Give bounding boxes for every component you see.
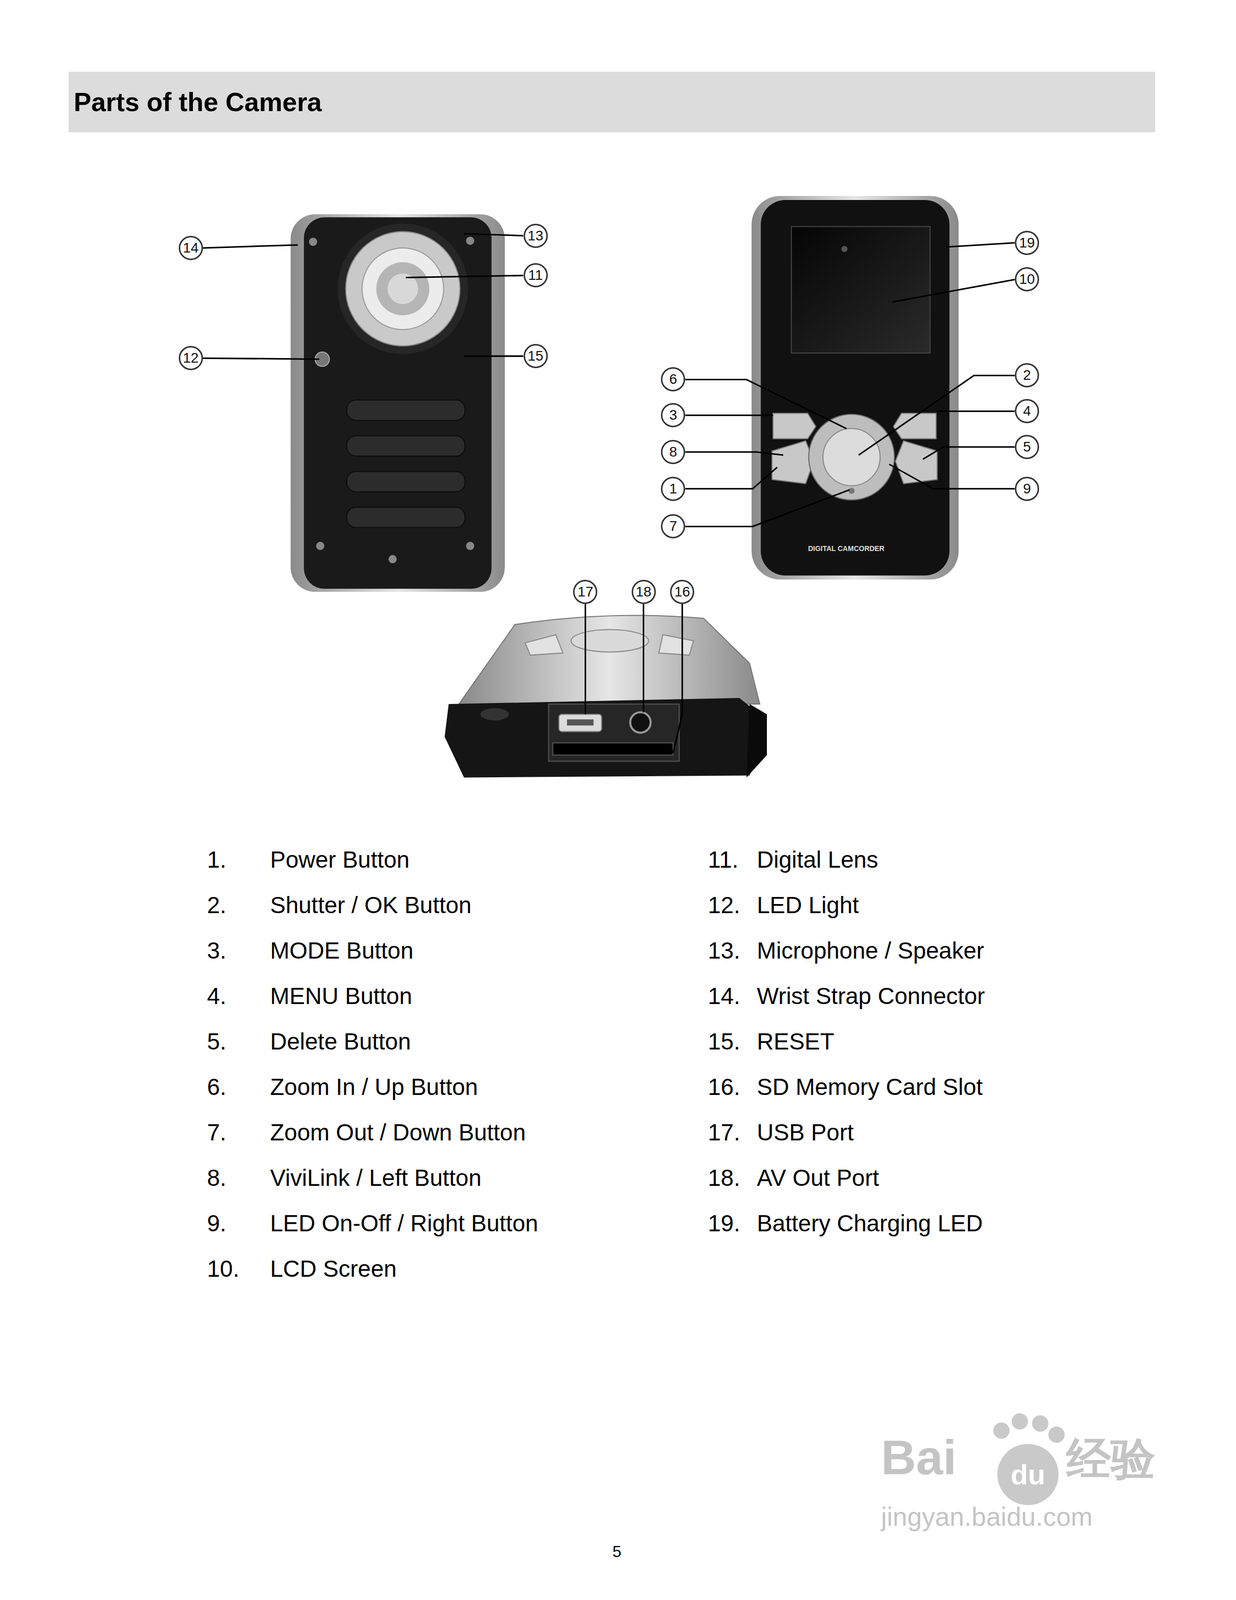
leader-lines xyxy=(202,233,1015,753)
callout-text: 5 xyxy=(1022,439,1032,454)
callout-number: 13 xyxy=(523,223,548,248)
part-name: MENU Button xyxy=(270,982,412,1010)
bottom-view xyxy=(444,614,767,778)
back-view xyxy=(751,195,959,580)
list-number: 19. xyxy=(707,1209,741,1238)
list-number: 16. xyxy=(707,1072,741,1101)
watermark: du xyxy=(1010,1457,1046,1491)
callout-number: 6 xyxy=(660,367,686,392)
callout-number: 9 xyxy=(1014,476,1040,501)
callout-number: 18 xyxy=(631,579,656,604)
list-number: 14. xyxy=(707,982,741,1010)
part-name: AV Out Port xyxy=(756,1163,880,1192)
callout-text: 6 xyxy=(668,372,678,387)
callout-number: 10 xyxy=(1014,267,1040,292)
callout-text: 12 xyxy=(182,350,199,366)
callout-number: 5 xyxy=(1014,434,1040,459)
list-number: 11. xyxy=(707,845,739,874)
callout-text: 9 xyxy=(1022,481,1032,496)
callout-number: 16 xyxy=(670,579,695,604)
callout-text: 11 xyxy=(528,268,543,283)
callout-text: 19 xyxy=(1019,235,1036,250)
page-title: Parts of the Camera xyxy=(73,86,322,118)
callout-text: 7 xyxy=(668,519,678,534)
list-number: 3. xyxy=(207,936,227,965)
watermark: jingyan.baidu.com xyxy=(881,1500,1093,1532)
part-name: Zoom Out / Down Button xyxy=(270,1118,526,1147)
list-number: 7. xyxy=(207,1118,227,1147)
callout-number: 11 xyxy=(523,263,548,288)
callout-number: 4 xyxy=(1014,398,1040,424)
part-name: LED Light xyxy=(756,891,859,919)
callout-text: 15 xyxy=(527,348,544,364)
list-number: 6. xyxy=(207,1072,227,1101)
callout-number: 19 xyxy=(1014,230,1040,255)
part-name: Power Button xyxy=(270,845,410,874)
list-number: 15. xyxy=(707,1027,741,1056)
callout-number: 12 xyxy=(178,345,203,371)
part-name: SD Memory Card Slot xyxy=(756,1072,983,1101)
part-name: Battery Charging LED xyxy=(756,1209,983,1238)
list-number: 17. xyxy=(707,1118,741,1147)
callout-number: 14 xyxy=(178,235,203,261)
part-name: MODE Button xyxy=(270,936,414,965)
part-name: Shutter / OK Button xyxy=(270,891,472,919)
part-name: Microphone / Speaker xyxy=(756,936,985,965)
list-number: 2. xyxy=(207,891,227,919)
device-print: DIGITAL CAMCORDER xyxy=(807,544,885,553)
part-name: Digital Lens xyxy=(756,845,879,874)
callout-text: 16 xyxy=(674,584,691,599)
page-number: 5 xyxy=(612,1541,622,1561)
callout-text: 13 xyxy=(527,228,544,243)
list-number: 4. xyxy=(207,982,227,1010)
list-number: 10. xyxy=(207,1254,240,1283)
callout-text: 10 xyxy=(1019,272,1036,287)
list-number: 5. xyxy=(207,1027,227,1056)
callout-number: 8 xyxy=(660,439,686,465)
callout-text: 14 xyxy=(182,240,199,255)
callout-number: 1 xyxy=(660,476,686,501)
part-name: RESET xyxy=(756,1027,835,1056)
list-number: 1. xyxy=(207,845,227,874)
list-number: 12. xyxy=(707,891,741,919)
part-name: Wrist Strap Connector xyxy=(756,982,986,1010)
callout-number: 3 xyxy=(660,402,686,428)
list-number: 8. xyxy=(207,1163,227,1192)
part-name: USB Port xyxy=(756,1118,854,1147)
part-name: LCD Screen xyxy=(270,1254,397,1283)
list-number: 13. xyxy=(707,936,741,965)
callout-number: 2 xyxy=(1014,363,1040,388)
front-view xyxy=(290,214,505,592)
callout-text: 2 xyxy=(1022,368,1032,383)
list-number: 9. xyxy=(207,1209,227,1238)
part-name: Delete Button xyxy=(270,1027,411,1056)
callout-text: 3 xyxy=(668,407,678,423)
callout-text: 4 xyxy=(1022,403,1032,419)
callout-text: 1 xyxy=(668,481,678,496)
part-name: ViviLink / Left Button xyxy=(270,1163,482,1192)
callout-text: 17 xyxy=(577,584,594,599)
callout-number: 7 xyxy=(660,513,686,539)
watermark-logo xyxy=(993,1412,1065,1505)
callout-number: 17 xyxy=(573,579,598,604)
callout-text: 8 xyxy=(668,444,678,459)
part-name: Zoom In / Up Button xyxy=(270,1072,479,1101)
callout-number: 15 xyxy=(523,343,548,369)
part-name: LED On-Off / Right Button xyxy=(270,1209,539,1238)
list-number: 18. xyxy=(707,1163,741,1192)
watermark: 经验 xyxy=(1066,1431,1156,1486)
callout-text: 18 xyxy=(635,584,652,599)
watermark: Bai xyxy=(881,1427,957,1486)
